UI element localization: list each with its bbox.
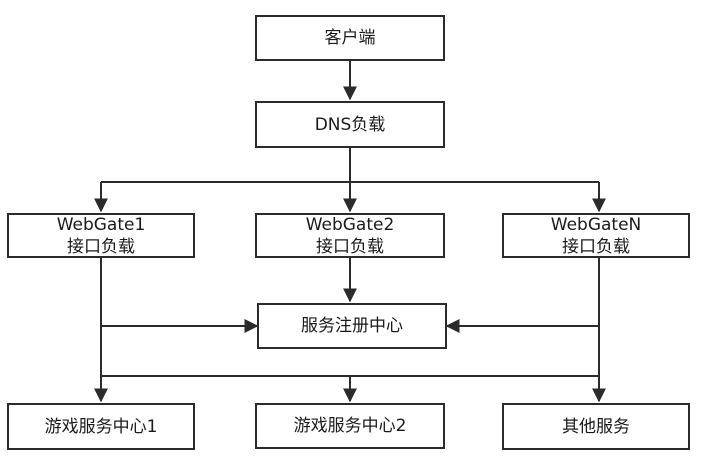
node-webgate1-name: WebGate1 [56, 214, 146, 235]
node-dns-label: DNS负载 [314, 114, 386, 135]
node-other-services: 其他服务 [502, 403, 690, 450]
node-dns-load-balancer: DNS负载 [255, 101, 445, 148]
node-webgate2: WebGate2 接口负载 [255, 213, 445, 258]
node-service-registry: 服务注册中心 [257, 303, 447, 349]
node-other-label: 其他服务 [562, 416, 630, 437]
node-webgate1-desc: 接口负载 [67, 236, 135, 257]
node-webgate1: WebGate1 接口负载 [7, 213, 195, 258]
node-game-service-2: 游戏服务中心2 [255, 403, 445, 449]
node-client: 客户端 [255, 15, 445, 61]
node-webgaten-desc: 接口负载 [562, 236, 630, 257]
node-webgaten: WebGateN 接口负载 [502, 213, 690, 258]
node-webgaten-name: WebGateN [550, 214, 642, 235]
node-game2-label: 游戏服务中心2 [293, 416, 407, 436]
node-client-label: 客户端 [324, 28, 376, 48]
node-webgate2-name: WebGate2 [305, 214, 395, 235]
node-registry-label: 服务注册中心 [301, 316, 403, 336]
node-game-service-1: 游戏服务中心1 [7, 403, 195, 450]
node-webgate2-desc: 接口负载 [316, 236, 384, 257]
node-game1-label: 游戏服务中心1 [44, 416, 158, 437]
